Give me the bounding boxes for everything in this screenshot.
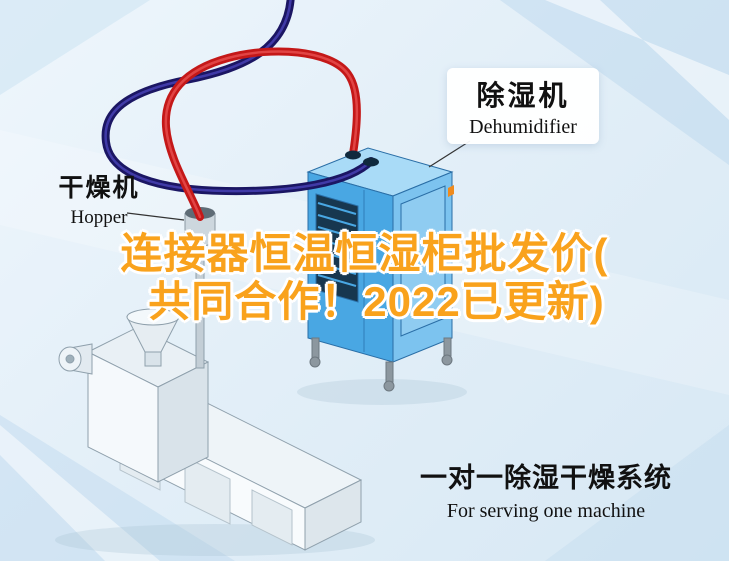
dehumidifier-shadow [297, 379, 467, 405]
headline-line1: 连接器恒温恒湿柜批发价( [120, 230, 609, 277]
hopper-label-cn: 干燥机 [58, 174, 140, 202]
hopper-leader-line [126, 212, 185, 221]
dehumidifier-label-cn: 除湿机 [476, 79, 570, 111]
hoses [101, 0, 375, 221]
dehumidifier-leader-line [428, 140, 471, 168]
machine-illustration [58, 308, 363, 551]
red-hose-highlight [164, 50, 359, 219]
port-red [345, 150, 361, 160]
caption-cn: 一对一除湿干燥系统 [420, 463, 672, 493]
hopper-label: 干燥机 Hopper [44, 168, 154, 229]
vent-slats [317, 202, 357, 287]
hopper-label-en: Hopper [70, 207, 128, 228]
dehumidifier-label-en: Dehumidifier [469, 115, 577, 138]
hopper-funnel [126, 308, 180, 367]
cabinet-side-face [392, 171, 453, 363]
caption-en: For serving one machine [446, 500, 646, 522]
headline-line2: 共同合作！2022已更新) [148, 278, 605, 325]
side-fitting [448, 185, 454, 197]
casters [309, 337, 453, 392]
dehumidifier-label-card: 除湿机 Dehumidifier [447, 68, 599, 144]
door-handle [436, 248, 441, 264]
vent-grille [315, 193, 359, 303]
blue-hose-highlight [104, 0, 373, 193]
headline: 连接器恒温恒湿柜批发价( 共同合作！2022已更新) [0, 230, 729, 326]
dehumidifier-illustration [306, 147, 454, 392]
system-caption: 一对一除湿干燥系统 For serving one machine [418, 456, 674, 523]
port-blue [363, 157, 379, 167]
side-door [400, 185, 446, 337]
